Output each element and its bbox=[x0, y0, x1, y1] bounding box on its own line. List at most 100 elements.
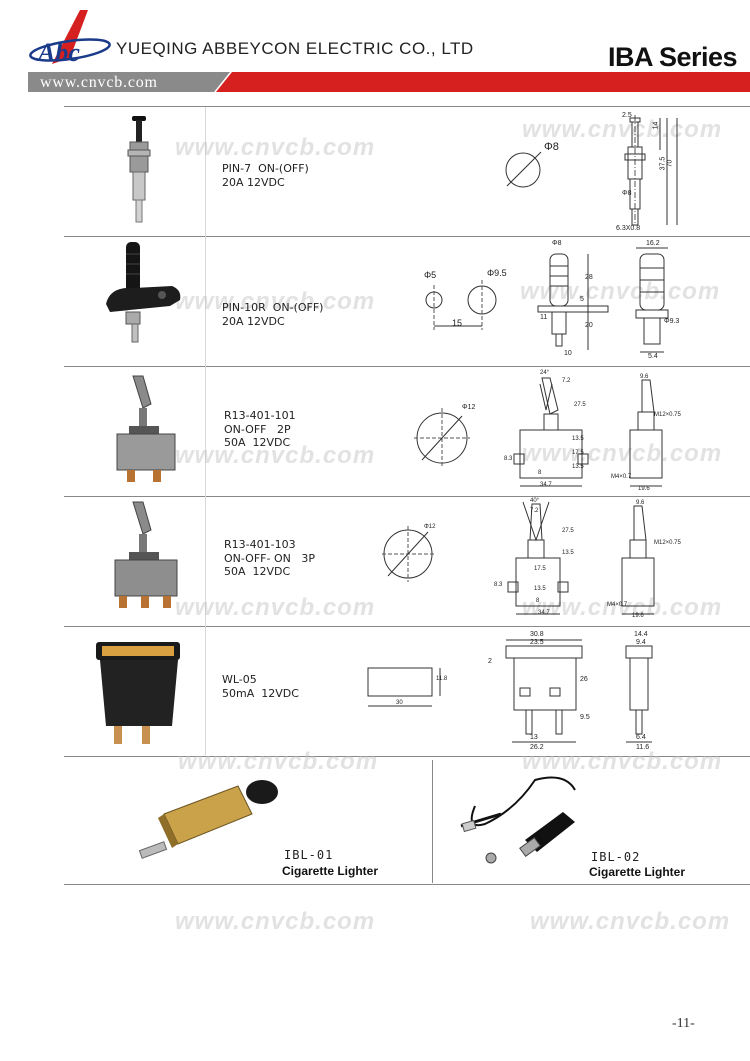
ibl02-photo bbox=[460, 776, 576, 864]
header-gray-bar bbox=[28, 72, 230, 92]
watermark: www.cnvcb.com bbox=[175, 442, 376, 469]
r13-103-dim-d83: 8.3 bbox=[494, 582, 503, 588]
wl05-dim-w13: 13 bbox=[530, 734, 538, 741]
watermark: www.cnvcb.com bbox=[520, 278, 721, 305]
column-divider bbox=[432, 760, 433, 883]
page-header: Abc YUEQING ABBEYCON ELECTRIC CO., LTD I… bbox=[0, 0, 750, 100]
row-divider bbox=[64, 366, 750, 367]
r13-101-dim-w96: 9.6 bbox=[640, 374, 649, 380]
pin10r-dim-h11: 11 bbox=[540, 314, 548, 321]
r13-103-dim-d135: 13.5 bbox=[562, 550, 574, 556]
pin10r-dim-w10: 10 bbox=[564, 350, 572, 357]
ibl01-name: Cigarette Lighter bbox=[282, 864, 379, 878]
pin10r-drawing bbox=[425, 247, 669, 353]
wl05-spec: WL-05 50mA 12VDC bbox=[222, 673, 299, 700]
r13-103-dim-w96: 9.6 bbox=[636, 500, 645, 506]
r13-103-dim-phi: Φ12 bbox=[424, 524, 436, 530]
pin10r-photo bbox=[106, 242, 181, 343]
wl05-dim-d2: 2 bbox=[488, 658, 492, 665]
wl05-dim-w308: 30.8 bbox=[530, 631, 544, 638]
pin10r-spec: PIN-10R ON-(OFF) 20A 12VDC bbox=[222, 301, 324, 328]
pin10r-dim-span: 15 bbox=[452, 318, 463, 328]
watermark: www.cnvcb.com bbox=[175, 594, 376, 621]
row-divider bbox=[64, 236, 750, 237]
watermark: www.cnvcb.com bbox=[175, 134, 376, 161]
wl05-dim-w30: 30 bbox=[396, 700, 403, 706]
r13-103-dim-w347: 34.7 bbox=[538, 610, 550, 616]
row-divider bbox=[64, 496, 750, 497]
r13-101-dim-m12: M12×0.75 bbox=[654, 412, 681, 418]
r13-103-dim-m4: M4×0.7 bbox=[607, 602, 628, 608]
r13-101-dim-d175: 17.5 bbox=[572, 450, 584, 456]
watermark: www.cnvcb.com bbox=[522, 116, 723, 143]
r13-101-dim-d72: 7.2 bbox=[562, 378, 571, 384]
pin10r-dim-h5: 5 bbox=[580, 296, 584, 303]
pin7-drawing bbox=[505, 115, 678, 226]
r13-103-spec: R13-401-103 ON-OFF- ON 3P 50A 12VDC bbox=[224, 538, 315, 578]
r13-101-dim-m4: M4×0.7 bbox=[611, 474, 632, 480]
wl05-dim-h118: 11.8 bbox=[436, 676, 448, 682]
page-number: -11- bbox=[672, 1016, 695, 1031]
logo-text: Abc bbox=[38, 38, 80, 67]
column-divider bbox=[205, 107, 206, 755]
pin7-dim-phi-face: Φ8 bbox=[544, 141, 559, 153]
header-graphics bbox=[28, 10, 750, 92]
r13-101-dim-d83: 8.3 bbox=[504, 456, 513, 462]
r13-103-dim-m12: M12×0.75 bbox=[654, 540, 681, 546]
pin10r-dim-h20: 20 bbox=[585, 322, 593, 329]
r13-101-dim-w196: 19.6 bbox=[638, 486, 650, 492]
r13-103-dim-angle: 40° bbox=[530, 498, 540, 504]
r13-101-dim-phi: Φ12 bbox=[462, 404, 476, 411]
wl05-dim-w94: 9.4 bbox=[636, 639, 646, 646]
pin7-photo bbox=[127, 116, 151, 223]
row-divider bbox=[64, 106, 750, 107]
r13-101-drawing bbox=[414, 377, 663, 487]
r13-103-dim-w196: 19.6 bbox=[632, 613, 644, 619]
website-url: www.cnvcb.com bbox=[40, 74, 158, 91]
pin7-spec: PIN-7 ON-(OFF) 20A 12VDC bbox=[222, 162, 309, 189]
wl05-dim-h26: 26 bbox=[580, 676, 588, 683]
row-divider bbox=[64, 884, 750, 885]
wl05-dim-w64: 6.4 bbox=[636, 734, 646, 741]
wl05-dim-w116: 11.6 bbox=[636, 744, 650, 751]
ibl02-model: IBL-02 bbox=[591, 850, 641, 864]
wl05-dim-w144: 14.4 bbox=[634, 631, 648, 638]
r13-103-dim-d135b: 13.5 bbox=[534, 586, 546, 592]
wl05-photo bbox=[96, 642, 180, 744]
pin10r-dim-phi93: Φ9.3 bbox=[664, 318, 680, 325]
r13-103-dim-d275: 27.5 bbox=[562, 528, 574, 534]
r13-101-dim-d275: 27.5 bbox=[574, 402, 586, 408]
pin7-dim-d2: 37.5 bbox=[659, 156, 667, 171]
r13-101-photo bbox=[116, 375, 176, 482]
row-divider bbox=[64, 626, 750, 627]
pin10r-dim-w54: 5.4 bbox=[648, 353, 658, 360]
r13-101-dim-d135: 13.5 bbox=[572, 436, 584, 442]
company-name: YUEQING ABBEYCON ELECTRIC CO., LTD bbox=[116, 39, 474, 58]
pin7-dim-top: 2.5 bbox=[622, 112, 632, 119]
pin10r-dim-phi5: Φ5 bbox=[424, 270, 437, 280]
pin10r-dim-w162: 16.2 bbox=[646, 240, 660, 247]
pin7-dim-term: 6.3X0.8 bbox=[616, 225, 641, 232]
r13-101-dim-d135b: 13.5 bbox=[572, 464, 584, 470]
ibl01-photo bbox=[138, 780, 278, 859]
pin10r-dim-phi8: Φ8 bbox=[552, 240, 562, 247]
pin7-dim-d3: 70 bbox=[666, 159, 674, 168]
r13-103-dim-d175: 17.5 bbox=[534, 566, 546, 572]
ibl02-name: Cigarette Lighter bbox=[589, 865, 686, 879]
watermark: www.cnvcb.com bbox=[522, 748, 723, 775]
series-title: IBA Series bbox=[608, 42, 738, 72]
watermark: www.cnvcb.com bbox=[175, 288, 376, 315]
r13-101-spec: R13-401-101 ON-OFF 2P 50A 12VDC bbox=[224, 409, 296, 449]
r13-103-dim-d72: 7.2 bbox=[530, 508, 539, 514]
row-divider bbox=[64, 756, 750, 757]
pin10r-dim-phi95: Φ9.5 bbox=[487, 268, 507, 278]
pin7-dim-d1: 14 bbox=[652, 121, 660, 130]
pin10r-dim-h28: 28 bbox=[585, 274, 593, 281]
r13-101-dim-angle: 24° bbox=[540, 370, 550, 376]
pin7-dim-phi-shaft: Φ8 bbox=[622, 190, 632, 197]
company-logo bbox=[29, 10, 111, 64]
ibl01-model: IBL-01 bbox=[284, 848, 334, 862]
wl05-dim-w262: 26.2 bbox=[530, 744, 544, 751]
wl05-dim-w235: 23.5 bbox=[530, 639, 544, 646]
watermark: www.cnvcb.com bbox=[175, 908, 376, 935]
